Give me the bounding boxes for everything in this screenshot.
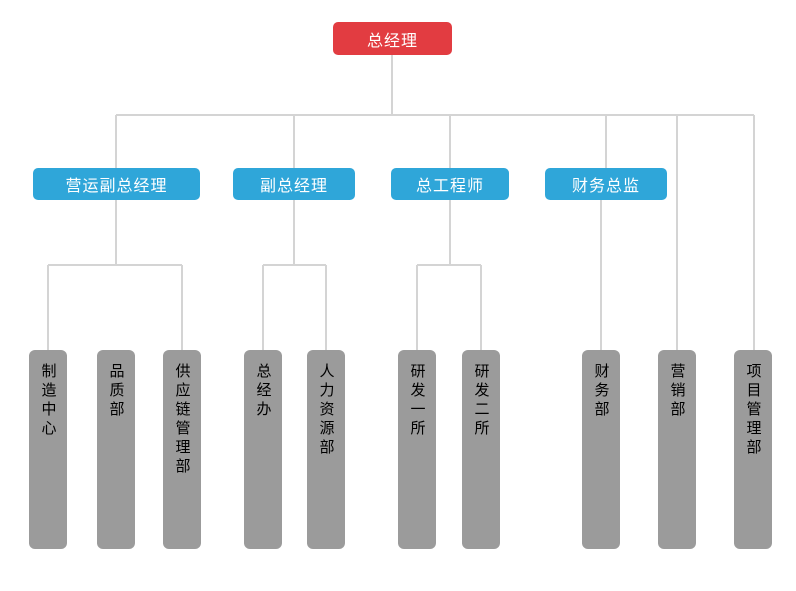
node-label: 营运副总经理 — [65, 178, 168, 195]
node-label: 人力资源部 — [317, 363, 335, 458]
node-deputy-gm[interactable]: 副总经理 — [233, 168, 355, 200]
node-rd-institute-1[interactable]: 研发一所 — [398, 350, 436, 549]
node-rd-institute-2[interactable]: 研发二所 — [462, 350, 500, 549]
node-general-manager[interactable]: 总经理 — [333, 22, 452, 55]
node-label: 供应链管理部 — [173, 363, 191, 477]
node-label: 研发一所 — [408, 363, 426, 439]
node-label: 财务总监 — [571, 178, 640, 195]
node-label: 品质部 — [107, 363, 125, 420]
node-hr-dept[interactable]: 人力资源部 — [307, 350, 345, 549]
node-label: 财务部 — [592, 363, 610, 420]
node-label: 项目管理部 — [744, 363, 762, 458]
node-label: 总工程师 — [415, 178, 484, 195]
node-label: 研发二所 — [472, 363, 490, 439]
node-project-mgmt-dept[interactable]: 项目管理部 — [734, 350, 772, 549]
node-operations-deputy-gm[interactable]: 营运副总经理 — [33, 168, 200, 200]
node-quality-dept[interactable]: 品质部 — [97, 350, 135, 549]
node-finance-dept[interactable]: 财务部 — [582, 350, 620, 549]
node-label: 总经理 — [366, 32, 418, 50]
node-label: 营销部 — [668, 363, 686, 420]
node-supply-chain-mgmt-dept[interactable]: 供应链管理部 — [163, 350, 201, 549]
node-chief-engineer[interactable]: 总工程师 — [391, 168, 509, 200]
node-finance-director[interactable]: 财务总监 — [545, 168, 667, 200]
node-marketing-dept[interactable]: 营销部 — [658, 350, 696, 549]
node-gm-office[interactable]: 总经办 — [244, 350, 282, 549]
node-label: 制造中心 — [39, 363, 57, 439]
node-label: 副总经理 — [259, 178, 328, 195]
node-label: 总经办 — [254, 363, 272, 420]
node-manufacturing-center[interactable]: 制造中心 — [29, 350, 67, 549]
